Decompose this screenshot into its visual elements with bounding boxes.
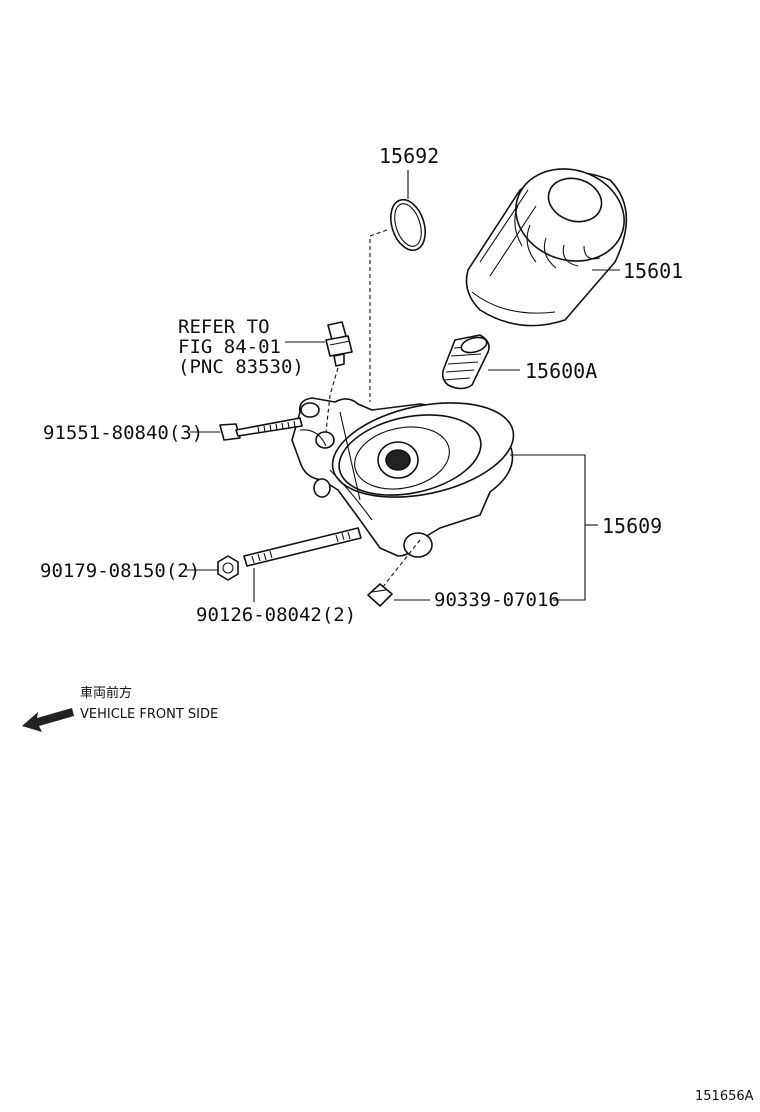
union-label: 15600A: [525, 359, 597, 383]
nut-drawing: [217, 555, 239, 581]
vehicle-front-indicator: 車両前方 VEHICLE FRONT SIDE: [22, 685, 218, 732]
pressure-switch-drawing: [325, 321, 353, 367]
plug-label: 90339-07016: [434, 589, 560, 611]
direction-japanese: 車両前方: [80, 685, 132, 701]
refer-line-2: FIG 84-01: [178, 336, 281, 358]
front-arrow-icon: [22, 708, 74, 732]
plug-drawing: [367, 583, 393, 607]
refer-line-3: (PNC 83530): [178, 356, 304, 378]
flange-bolt-drawing: [219, 417, 303, 441]
gasket-ring-drawing: [389, 198, 427, 252]
filter-label: 15601: [623, 259, 683, 283]
oil-filter-drawing: [465, 168, 628, 327]
direction-english: VEHICLE FRONT SIDE: [80, 707, 218, 722]
figure-id: 151656A: [695, 1089, 754, 1104]
nut-label: 90179-08150(2): [40, 560, 200, 582]
stud-bolt-drawing: [243, 527, 362, 567]
bolt-label: 91551-80840(3): [43, 422, 203, 444]
leader-lines: [186, 170, 620, 602]
stud-label: 90126-08042(2): [196, 604, 356, 626]
union-bolt-drawing: [441, 334, 490, 390]
bracket-label: 15609: [602, 514, 662, 538]
assembly-lines: [325, 229, 421, 589]
oil-filter-bracket-drawing: [291, 397, 515, 558]
refer-line-1: REFER TO: [178, 316, 270, 338]
gasket-label: 15692: [379, 144, 439, 168]
